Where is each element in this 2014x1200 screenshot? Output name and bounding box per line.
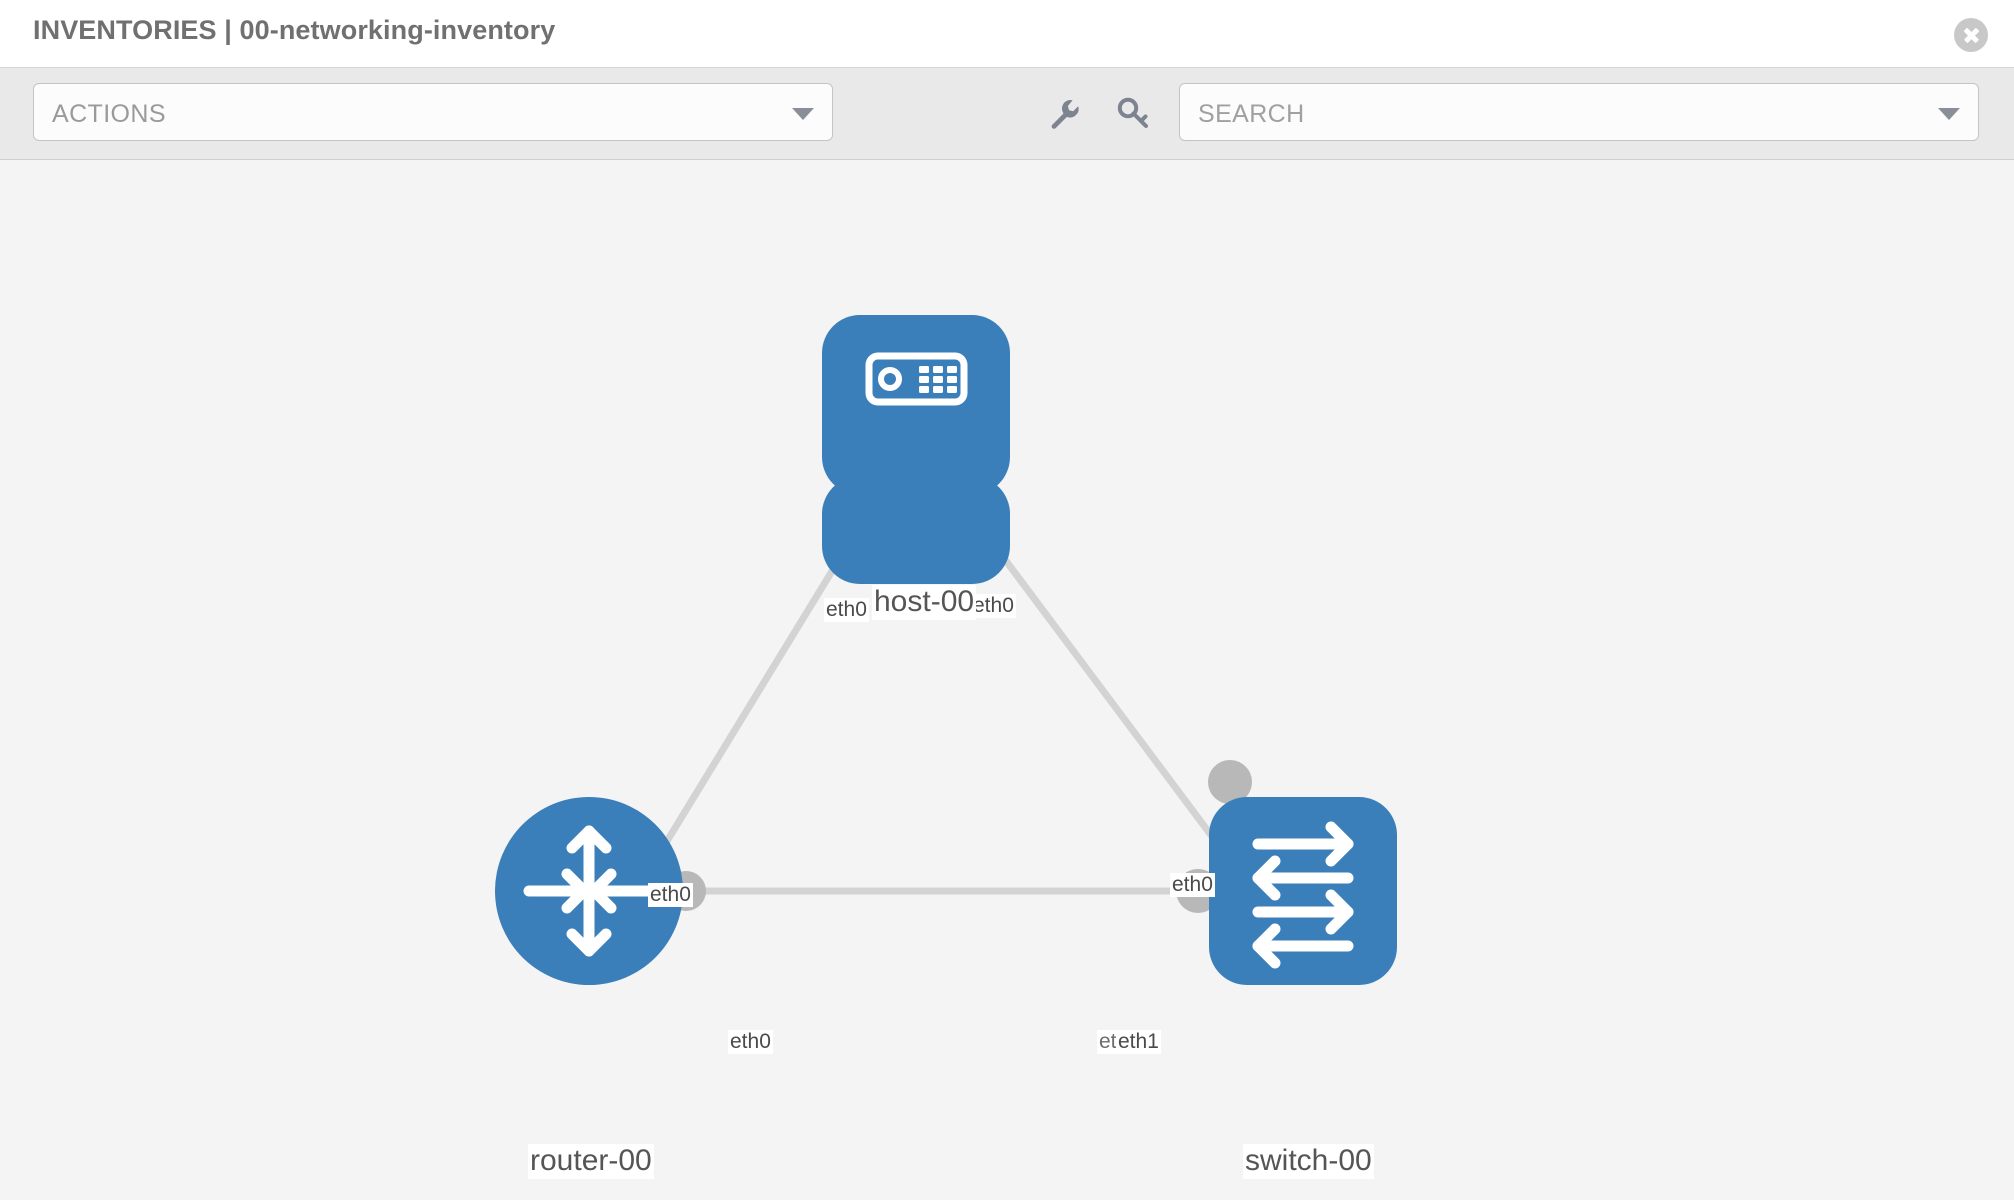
close-icon[interactable]	[1954, 18, 1988, 52]
node-label-host-00: host-00	[872, 585, 977, 620]
node-label-router-00: router-00	[528, 1144, 654, 1179]
port-label: eth0	[728, 1030, 773, 1055]
switch-arrows-icon	[1252, 821, 1354, 969]
toolbar: ACTIONS SEARCH	[0, 68, 2014, 160]
server-icon	[865, 352, 968, 406]
port-label: eth0	[971, 594, 1016, 619]
node-host-00[interactable]	[822, 315, 1010, 584]
port-connector-switch-top[interactable]	[1208, 760, 1252, 804]
search-placeholder: SEARCH	[1198, 100, 1305, 128]
topology-canvas[interactable]: eth0 eth0 eth0 eth0 eth0 eth eth1 host-0…	[0, 160, 2014, 1200]
node-label-switch-00: switch-00	[1243, 1144, 1374, 1179]
actions-dropdown-label: ACTIONS	[52, 100, 166, 128]
actions-dropdown[interactable]: ACTIONS	[33, 83, 833, 141]
router-arrows-icon	[523, 825, 655, 957]
node-switch-00[interactable]	[1209, 797, 1397, 985]
chevron-down-icon	[792, 108, 814, 120]
port-label: eth0	[824, 598, 869, 623]
page-title: INVENTORIES | 00-networking-inventory	[33, 15, 556, 45]
window-header: INVENTORIES | 00-networking-inventory	[0, 0, 2014, 68]
wrench-icon[interactable]	[1047, 96, 1081, 130]
port-label: eth1	[1116, 1030, 1161, 1055]
chevron-down-icon[interactable]	[1938, 108, 1960, 120]
port-label: eth0	[1170, 873, 1215, 898]
search-input[interactable]: SEARCH	[1179, 83, 1979, 141]
key-icon[interactable]	[1116, 96, 1150, 130]
topology-graph	[495, 315, 1397, 985]
port-label: eth0	[648, 883, 693, 908]
node-router-00[interactable]	[495, 797, 683, 985]
